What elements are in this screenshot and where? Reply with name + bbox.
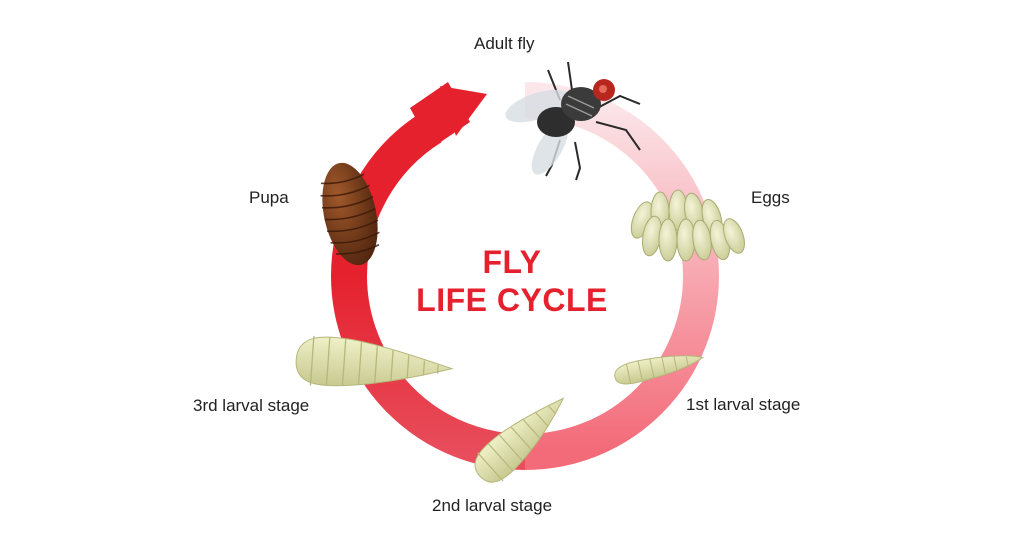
label-third-larval-stage: 3rd larval stage <box>193 396 309 416</box>
label-adult-fly: Adult fly <box>474 34 534 54</box>
label-eggs: Eggs <box>751 188 790 208</box>
diagram-title-line2: LIFE CYCLE <box>0 282 1024 319</box>
diagram-title-line1: FLY <box>0 244 1024 281</box>
label-first-larval-stage: 1st larval stage <box>686 395 800 415</box>
label-second-larval-stage: 2nd larval stage <box>432 496 552 516</box>
label-pupa: Pupa <box>249 188 289 208</box>
